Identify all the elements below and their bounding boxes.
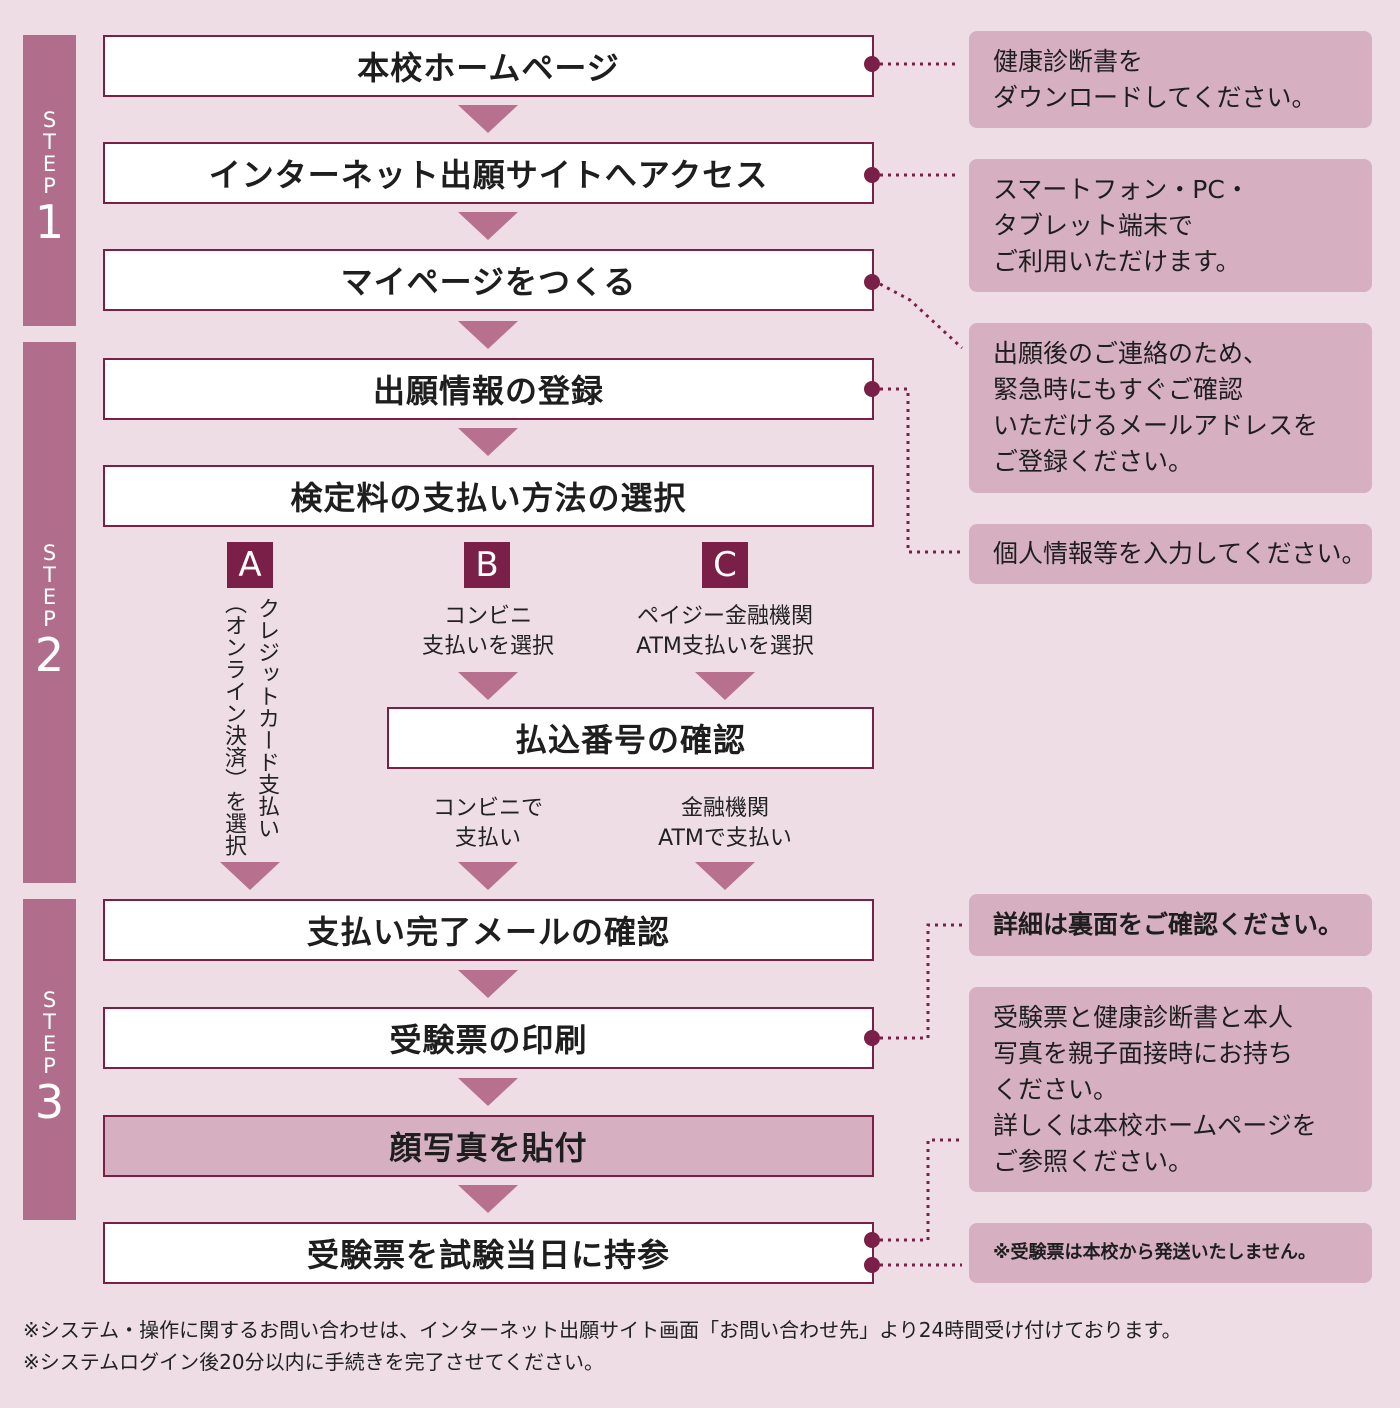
connector-dot [864, 1257, 880, 1273]
footer-notes: ※システム・操作に関するお問い合わせは、インターネット出願サイト画面「お問い合わ… [23, 1314, 1182, 1378]
note-details: 詳細は裏面をご確認ください。 [969, 894, 1372, 956]
arrow-down-icon [458, 1185, 518, 1213]
option-a-line1: クレジットカード支払い [254, 597, 279, 839]
arrow-down-icon [695, 672, 755, 700]
connector-dot [864, 381, 880, 397]
arrow-down-icon [458, 105, 518, 133]
note-ticket: 受験票と健康診断書と本人写真を親子面接時にお持ちください。詳しくは本校ホームペー… [969, 987, 1372, 1192]
option-a-badge: A [227, 542, 273, 588]
footer-line-1: ※システム・操作に関するお問い合わせは、インターネット出願サイト画面「お問い合わ… [23, 1318, 1182, 1342]
connector-dot [864, 56, 880, 72]
flow-homepage: 本校ホームページ [103, 35, 874, 97]
flow-access-site: インターネット出願サイトへアクセス [103, 142, 874, 204]
arrow-down-icon [458, 862, 518, 890]
connector-dot [864, 274, 880, 290]
flow-payment-select: 検定料の支払い方法の選択 [103, 465, 874, 527]
connector-dot [864, 167, 880, 183]
note-health-certificate: 健康診断書をダウンロードしてください。 [969, 31, 1372, 128]
flow-bring-ticket: 受験票を試験当日に持参 [103, 1222, 874, 1284]
step3-number: 3 [34, 1075, 65, 1129]
footer-line-2: ※システムログイン後20分以内に手続きを完了させてください。 [23, 1350, 605, 1374]
arrow-down-icon [458, 212, 518, 240]
flow-register-info: 出願情報の登録 [103, 358, 874, 420]
step1-number: 1 [34, 195, 65, 249]
connector-dot [864, 1232, 880, 1248]
note-no-mail: ※受験票は本校から発送いたしません。 [969, 1223, 1372, 1283]
flow-attach-photo: 顔写真を貼付 [103, 1115, 874, 1177]
option-b-caption: コンビニ支払いを選択 [421, 604, 554, 659]
flow-confirm-number: 払込番号の確認 [387, 707, 874, 769]
arrow-down-icon [458, 1078, 518, 1106]
option-b-after-caption: コンビニで支払い [432, 796, 543, 851]
flow-payment-complete: 支払い完了メールの確認 [103, 899, 874, 961]
flow-create-mypage: マイページをつくる [103, 249, 874, 311]
arrow-down-icon [458, 321, 518, 349]
step2-number: 2 [34, 628, 65, 682]
arrow-down-icon [458, 970, 518, 998]
option-a-line2: （オンライン決済）を選択 [221, 592, 246, 856]
arrow-down-icon [695, 862, 755, 890]
connector-dot [864, 1030, 880, 1046]
arrow-down-icon [458, 672, 518, 700]
note-devices: スマートフォン・PC・タブレット端末でご利用いただけます。 [969, 159, 1372, 292]
arrow-down-icon [220, 862, 280, 890]
note-email: 出願後のご連絡のため、緊急時にもすぐご確認いただけるメールアドレスをご登録くださ… [969, 323, 1372, 493]
option-c-badge: C [702, 542, 748, 588]
note-personal-info: 個人情報等を入力してください。 [969, 524, 1372, 584]
arrow-down-icon [458, 428, 518, 456]
option-b-badge: B [464, 542, 510, 588]
flow-print-ticket: 受験票の印刷 [103, 1007, 874, 1069]
